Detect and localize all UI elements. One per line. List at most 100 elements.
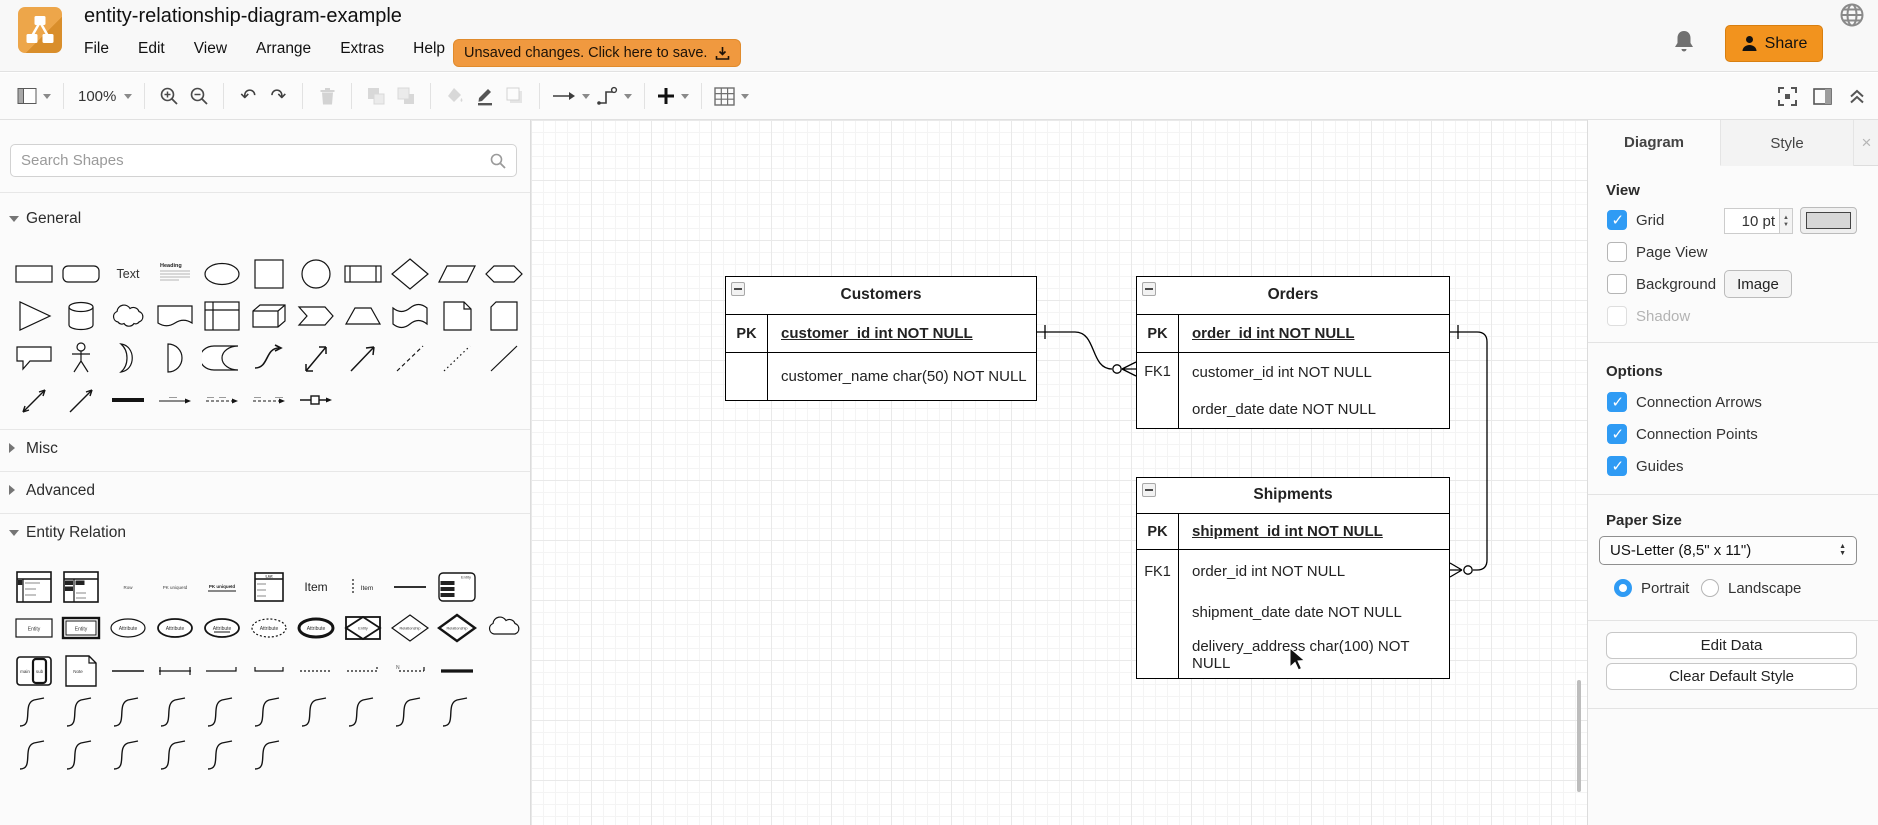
share-button[interactable]: Share bbox=[1725, 25, 1823, 62]
shape-rectangle[interactable] bbox=[10, 253, 57, 295]
shape-process[interactable] bbox=[339, 253, 386, 295]
shape-textbox[interactable]: Heading bbox=[151, 253, 198, 295]
er-row[interactable]: customer_name char(50) NOT NULL bbox=[726, 353, 1036, 400]
shape-er-cloud[interactable] bbox=[480, 607, 527, 649]
landscape-radio[interactable] bbox=[1701, 579, 1719, 597]
shape-arrow[interactable] bbox=[339, 337, 386, 379]
shape-ellipse[interactable] bbox=[198, 253, 245, 295]
notifications-bell-icon[interactable] bbox=[1672, 29, 1696, 55]
shape-note[interactable] bbox=[433, 295, 480, 337]
stepper-down-icon[interactable]: ▼ bbox=[1783, 221, 1789, 228]
shape-or[interactable] bbox=[104, 337, 151, 379]
shape-cloud[interactable] bbox=[104, 295, 151, 337]
shape-arrow-with-label[interactable] bbox=[151, 379, 198, 421]
er-row[interactable]: delivery_address char(100) NOT NULL bbox=[1137, 631, 1449, 678]
shape-circle[interactable] bbox=[292, 253, 339, 295]
undo-button[interactable]: ↶ bbox=[240, 85, 257, 107]
shape-er-entity-bold[interactable]: Entity bbox=[57, 607, 104, 649]
collapse-minus-icon[interactable] bbox=[731, 282, 745, 296]
shape-er-hline[interactable] bbox=[386, 566, 433, 608]
er-connectors[interactable] bbox=[531, 120, 1587, 825]
guides-checkbox[interactable] bbox=[1607, 456, 1627, 476]
zoom-in-button[interactable] bbox=[154, 80, 184, 112]
to-front-button[interactable] bbox=[361, 80, 391, 112]
shape-er-attribute[interactable]: Attribute bbox=[104, 607, 151, 649]
clear-default-style-button[interactable]: Clear Default Style bbox=[1606, 663, 1857, 690]
shape-er-associative-entity[interactable]: Entity bbox=[339, 607, 386, 649]
er-row[interactable]: shipment_date date NOT NULL bbox=[1137, 593, 1449, 631]
stepper-up-icon[interactable]: ▲ bbox=[1783, 214, 1789, 221]
shape-dashed-arrow-with-labels-2[interactable] bbox=[245, 379, 292, 421]
zoom-level-button[interactable]: 100% bbox=[73, 80, 135, 112]
shape-er-line-1[interactable] bbox=[104, 650, 151, 692]
menu-view[interactable]: View bbox=[193, 40, 228, 57]
shape-er-line-7[interactable]: N bbox=[386, 650, 433, 692]
shape-text[interactable]: Text bbox=[104, 253, 151, 295]
shape-er-line-5[interactable] bbox=[292, 650, 339, 692]
shape-bidirectional-arrow[interactable] bbox=[292, 337, 339, 379]
shape-er-edge-13[interactable] bbox=[104, 734, 151, 776]
shape-er-edge-5[interactable] bbox=[198, 691, 245, 733]
shape-er-item[interactable]: Item bbox=[292, 566, 339, 608]
shape-er-edge-4[interactable] bbox=[151, 691, 198, 733]
shape-step[interactable] bbox=[292, 295, 339, 337]
shape-er-edge-15[interactable] bbox=[198, 734, 245, 776]
shape-er-edge-16[interactable] bbox=[245, 734, 292, 776]
shape-er-pk-underline-row[interactable]: PK uniqueId bbox=[198, 566, 245, 608]
er-row[interactable]: order_date date NOT NULL bbox=[1137, 391, 1449, 428]
shape-er-edge-3[interactable] bbox=[104, 691, 151, 733]
shape-dashed-arrow-with-labels[interactable] bbox=[198, 379, 245, 421]
shape-er-table[interactable] bbox=[10, 566, 57, 608]
shape-data-storage[interactable] bbox=[198, 337, 245, 379]
shape-er-table-2[interactable] bbox=[57, 566, 104, 608]
shape-cylinder[interactable] bbox=[57, 295, 104, 337]
shape-er-edge-14[interactable] bbox=[151, 734, 198, 776]
fill-color-button[interactable] bbox=[440, 80, 470, 112]
delete-button[interactable] bbox=[312, 80, 342, 112]
search-input[interactable] bbox=[21, 152, 490, 169]
shape-bidirectional-connector[interactable] bbox=[10, 379, 57, 421]
shape-er-entity[interactable]: Entity bbox=[10, 607, 57, 649]
background-image-button[interactable]: Image bbox=[1724, 270, 1792, 298]
language-globe-icon[interactable] bbox=[1839, 2, 1865, 28]
shape-er-attribute-bold[interactable]: Attribute bbox=[151, 607, 198, 649]
shape-er-edge-7[interactable] bbox=[292, 691, 339, 733]
section-misc[interactable]: Misc bbox=[0, 432, 530, 466]
redo-button[interactable]: ↷ bbox=[270, 85, 287, 107]
portrait-radio[interactable] bbox=[1614, 579, 1632, 597]
shape-document[interactable] bbox=[151, 295, 198, 337]
shape-er-pk-row[interactable]: PK uniqueId bbox=[151, 566, 198, 608]
shape-hexagon[interactable] bbox=[480, 253, 527, 295]
shape-er-item-divided[interactable]: Item bbox=[339, 566, 386, 608]
shape-diamond[interactable] bbox=[386, 253, 433, 295]
shadow-button[interactable] bbox=[500, 80, 530, 112]
shape-and[interactable] bbox=[151, 337, 198, 379]
shape-dotted-line[interactable] bbox=[433, 337, 480, 379]
section-general[interactable]: General bbox=[0, 202, 530, 236]
shape-link[interactable] bbox=[104, 379, 151, 421]
background-checkbox[interactable] bbox=[1607, 274, 1627, 294]
section-entity-relation[interactable]: Entity Relation bbox=[0, 516, 530, 550]
shape-er-edge-12[interactable] bbox=[57, 734, 104, 776]
shape-connector-with-symbol[interactable] bbox=[292, 379, 339, 421]
shape-er-attribute-multivalued[interactable]: Attribute bbox=[292, 607, 339, 649]
shape-er-line-8[interactable] bbox=[433, 650, 480, 692]
shape-er-edge-2[interactable] bbox=[57, 691, 104, 733]
unsaved-changes-banner[interactable]: Unsaved changes. Click here to save. bbox=[453, 39, 742, 67]
shape-er-note[interactable]: Note bbox=[57, 650, 104, 692]
menu-arrange[interactable]: Arrange bbox=[256, 40, 312, 57]
connection-style-button[interactable] bbox=[549, 80, 593, 112]
shape-er-edge-6[interactable] bbox=[245, 691, 292, 733]
grid-size-stepper[interactable]: ▲▼ bbox=[1779, 208, 1793, 234]
shape-cube[interactable] bbox=[245, 295, 292, 337]
shape-internal-storage[interactable] bbox=[198, 295, 245, 337]
shape-card[interactable] bbox=[480, 295, 527, 337]
shape-er-edge-1[interactable] bbox=[10, 691, 57, 733]
